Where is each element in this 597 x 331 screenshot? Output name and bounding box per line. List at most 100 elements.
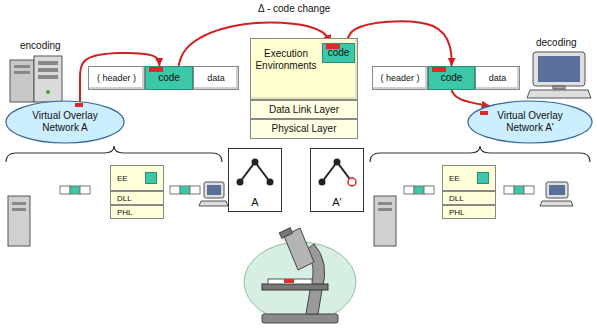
microscope-illustration bbox=[268, 279, 312, 284]
small-computer-icon bbox=[207, 185, 221, 195]
code-flow-arrow bbox=[347, 21, 452, 66]
node-text: code bbox=[328, 47, 350, 59]
node-text: Virtual Overlay Network A' bbox=[488, 110, 572, 134]
node-text: EE bbox=[117, 174, 128, 183]
small-computer-icon bbox=[546, 182, 568, 198]
node-text: ( header ) bbox=[380, 72, 419, 84]
stack-layer: DLL bbox=[110, 191, 164, 205]
node-text: PHL bbox=[449, 208, 465, 217]
small-server-icon bbox=[12, 202, 26, 205]
node-text: code bbox=[441, 72, 463, 84]
small-computer-icon bbox=[204, 182, 224, 198]
topology-box: A bbox=[228, 148, 282, 212]
tree-icon bbox=[268, 180, 273, 185]
small-packet bbox=[404, 186, 414, 194]
tree-icon bbox=[238, 180, 243, 185]
node-text: DLL bbox=[117, 194, 132, 203]
server-icon bbox=[34, 56, 62, 102]
packet-field: ( header ) bbox=[372, 66, 428, 90]
tree-icon bbox=[240, 162, 255, 182]
stack-layer: PHL bbox=[442, 205, 496, 219]
computer-icon bbox=[538, 56, 580, 82]
stack-layer: EE bbox=[442, 165, 496, 191]
server-icon bbox=[46, 90, 50, 94]
server-icon bbox=[38, 75, 58, 79]
oval-outline bbox=[468, 101, 592, 143]
packet-field: ( header ) bbox=[88, 66, 145, 90]
microscope-illustration bbox=[262, 284, 328, 290]
node-text: Data Link Layer bbox=[269, 104, 339, 116]
stack-layer: PHL bbox=[110, 205, 164, 219]
small-packet bbox=[80, 186, 90, 194]
small-server-icon bbox=[378, 202, 392, 205]
small-server-icon bbox=[374, 196, 396, 246]
code-field: code bbox=[145, 66, 193, 90]
topology-box: A' bbox=[310, 148, 364, 212]
bracket bbox=[6, 146, 590, 162]
protocol-layer: Physical Layer bbox=[250, 119, 358, 139]
computer-icon bbox=[553, 86, 565, 89]
server-icon bbox=[10, 60, 34, 102]
microscope-illustration bbox=[284, 279, 294, 283]
node-text: DLL bbox=[449, 194, 464, 203]
microscope-illustration bbox=[262, 314, 338, 323]
small-server-icon bbox=[8, 196, 396, 246]
change-caption: Δ - code change bbox=[258, 3, 330, 15]
node-text: A' bbox=[332, 196, 341, 208]
small-packet bbox=[190, 186, 200, 194]
protocol-layer: Data Link Layer bbox=[250, 100, 358, 119]
tree-icon bbox=[335, 160, 340, 165]
tree-icon bbox=[255, 162, 270, 182]
small-computer-icon bbox=[549, 185, 565, 195]
overlay-network: Virtual Overlay Network A bbox=[5, 100, 125, 144]
stack-layer: DLL bbox=[442, 191, 496, 205]
small-packet bbox=[524, 186, 534, 194]
small-server-icon bbox=[8, 196, 30, 246]
node-text: Virtual Overlay Network A bbox=[23, 110, 107, 134]
computer-icon bbox=[533, 52, 585, 86]
server-icon bbox=[14, 65, 30, 68]
endpoint-label: decoding bbox=[536, 37, 577, 49]
endpoint-label: encoding bbox=[20, 40, 61, 52]
small-computer-icon bbox=[199, 201, 228, 206]
server-icon bbox=[14, 71, 30, 74]
small-packet bbox=[180, 186, 190, 194]
node-text: Execution Environments bbox=[253, 48, 319, 72]
microscope-illustration bbox=[244, 228, 356, 323]
stack-layer: EE bbox=[110, 165, 164, 191]
small-server-icon bbox=[378, 208, 392, 211]
small-packet bbox=[504, 186, 514, 194]
small-packet bbox=[170, 186, 180, 194]
code-marker bbox=[75, 103, 83, 107]
code-field: code bbox=[322, 43, 355, 63]
code-marker bbox=[480, 111, 488, 115]
tree-icon bbox=[320, 180, 325, 185]
small-packet bbox=[70, 186, 80, 194]
small-server-icon bbox=[12, 208, 26, 211]
node-text: PHL bbox=[117, 208, 133, 217]
small-packet bbox=[414, 186, 424, 194]
server-icon bbox=[38, 68, 58, 72]
tree-icon bbox=[253, 160, 258, 165]
computer-icon bbox=[527, 90, 591, 98]
small-packet bbox=[60, 186, 70, 194]
tree-icon bbox=[238, 160, 357, 187]
overlay-network: Virtual Overlay Network A' bbox=[467, 100, 593, 144]
small-packet bbox=[514, 186, 524, 194]
tree-icon bbox=[322, 162, 337, 182]
small-packet bbox=[424, 186, 434, 194]
code-field: code bbox=[428, 66, 475, 90]
small-computer-icon bbox=[540, 201, 573, 206]
node-text: data bbox=[489, 72, 507, 84]
bracket bbox=[370, 146, 590, 162]
packet-field: data bbox=[193, 66, 239, 90]
microscope-illustration bbox=[279, 228, 292, 239]
oval-outline bbox=[6, 101, 124, 143]
node-text: EE bbox=[449, 174, 460, 183]
packet-field: data bbox=[475, 66, 520, 90]
node-text: A bbox=[251, 196, 258, 208]
computer-icon bbox=[527, 52, 591, 98]
bracket bbox=[6, 146, 222, 162]
node-text: Physical Layer bbox=[271, 123, 336, 135]
tree-icon bbox=[348, 178, 356, 186]
